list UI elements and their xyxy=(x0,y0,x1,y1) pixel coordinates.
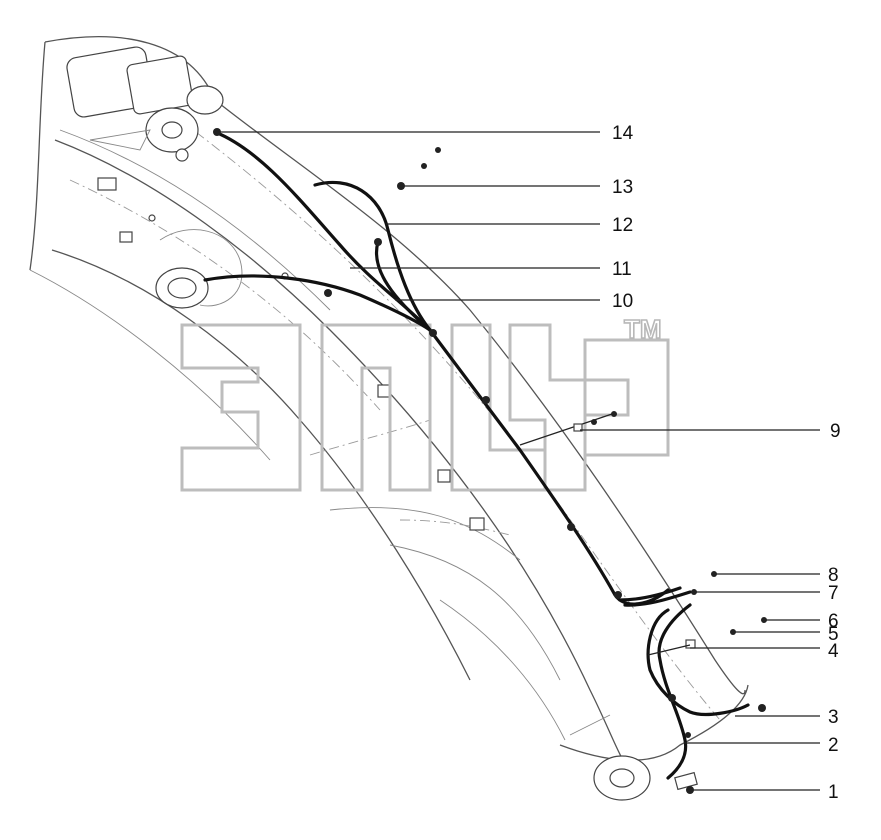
callout-label-4: 4 xyxy=(828,641,839,662)
callout-6: 6 xyxy=(761,611,839,632)
boom-structure xyxy=(29,36,749,801)
callout-label-5: 5 xyxy=(828,624,839,645)
callout-label-3: 3 xyxy=(828,707,839,728)
callout-5: 5 xyxy=(730,624,839,645)
watermark-logo: TM xyxy=(180,313,670,492)
callout-9: 9 xyxy=(519,411,841,446)
callout-10: 10 xyxy=(395,291,633,312)
callout-13: 13 xyxy=(397,147,633,198)
callout-label-8: 8 xyxy=(828,565,839,586)
callout-label-2: 2 xyxy=(828,735,839,756)
callout-4: 4 xyxy=(647,639,839,662)
callout-8: 8 xyxy=(711,565,839,586)
callout-3: 3 xyxy=(735,704,839,728)
callout-label-1: 1 xyxy=(828,782,839,803)
callout-label-11: 11 xyxy=(612,259,632,280)
callout-label-10: 10 xyxy=(612,291,633,312)
hose-routing xyxy=(203,130,750,780)
callout-2: 2 xyxy=(684,735,839,756)
callout-14: 14 xyxy=(213,123,634,144)
callout-label-7: 7 xyxy=(828,583,839,604)
callout-1: 1 xyxy=(674,771,839,803)
callout-label-6: 6 xyxy=(828,611,839,632)
trademark-symbol: TM xyxy=(624,314,662,344)
callout-label-13: 13 xyxy=(612,177,633,198)
callout-label-9: 9 xyxy=(830,421,841,442)
callout-7: 7 xyxy=(691,583,839,604)
callout-12: 12 xyxy=(386,215,633,236)
callout-label-12: 12 xyxy=(612,215,633,236)
callout-11: 11 xyxy=(350,259,632,280)
callout-label-14: 14 xyxy=(612,123,634,144)
